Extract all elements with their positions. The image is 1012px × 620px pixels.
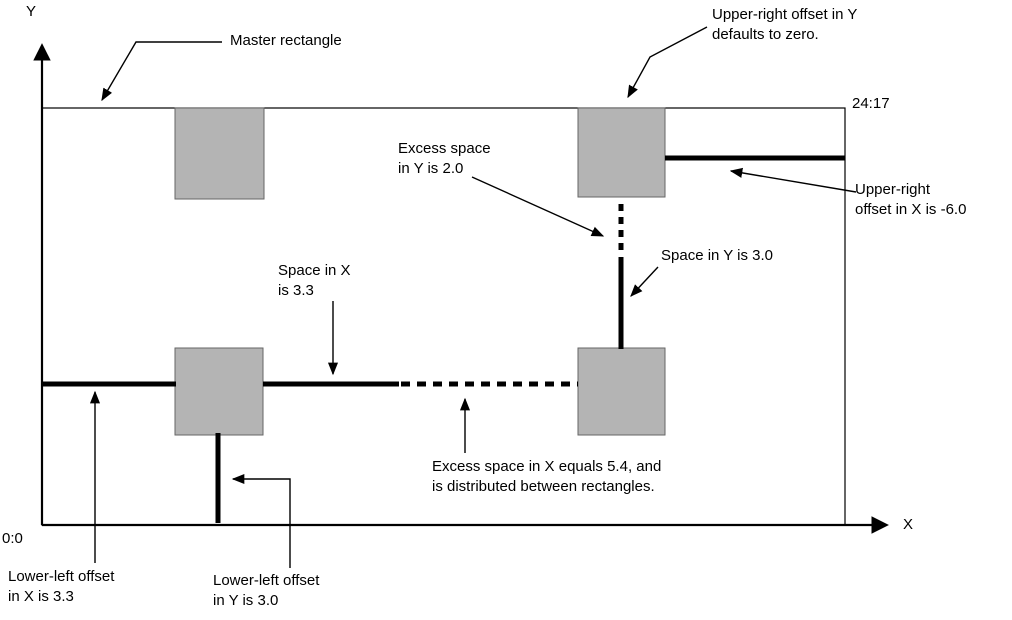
leader-upper-right-x: [729, 167, 857, 193]
lower-left-x-label: Lower-left offset in X is 3.3: [8, 568, 115, 606]
upper-right-coord-label: 24:17: [852, 95, 890, 112]
excess-y-label: Excess space in Y is 2.0: [398, 140, 491, 178]
child-rectangle-top-left: [174, 107, 265, 200]
space-y-label: Space in Y is 3.0: [661, 247, 774, 264]
child-rectangle-bottom-left: [174, 347, 264, 436]
origin-label: 0:0: [2, 530, 23, 547]
leader-space-y: [630, 266, 659, 297]
y-axis-label: Y: [26, 3, 37, 20]
x-axis-label: X: [903, 516, 914, 533]
child-rectangle-bottom-right: [577, 347, 666, 436]
master-rect-label: Master rectangle: [230, 32, 342, 49]
leader-excess-y: [471, 176, 605, 237]
upper-right-y-label: Upper-right offset in Y defaults to zero…: [712, 6, 858, 44]
leader-master-rect: [101, 41, 222, 102]
leader-upper-right-y: [627, 26, 708, 99]
upper-right-x-label: Upper-right offset in X is -6.0: [855, 181, 967, 219]
lower-left-y-label: Lower-left offset in Y is 3.0: [213, 572, 320, 610]
excess-x-label: Excess space in X equals 5.4, and is dis…: [432, 458, 662, 496]
leader-lower-left-y: [231, 473, 291, 568]
child-rectangle-top-right: [577, 107, 666, 198]
space-x-label: Space in X is 3.3: [278, 262, 351, 300]
